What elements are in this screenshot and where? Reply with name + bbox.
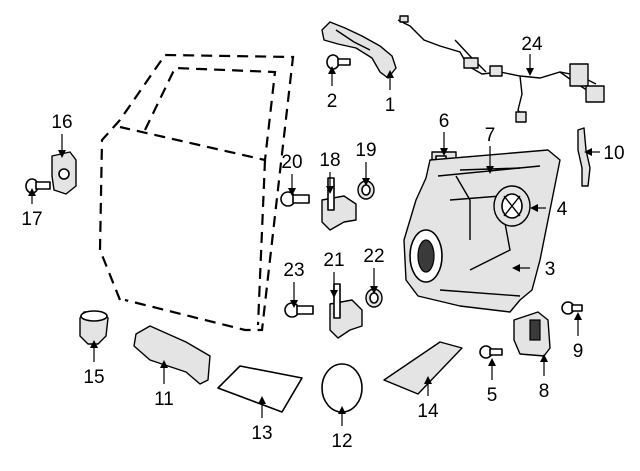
sill-panel bbox=[133, 325, 211, 385]
door-latch bbox=[513, 311, 551, 357]
hinge-nut-lower bbox=[365, 288, 383, 308]
callout-9: 9 bbox=[573, 341, 584, 362]
wiring-harness bbox=[397, 15, 605, 123]
callout-13: 13 bbox=[251, 423, 272, 444]
callout-15: 15 bbox=[83, 367, 104, 388]
door-bumper bbox=[79, 310, 109, 345]
latch-screw bbox=[479, 345, 503, 359]
callout-18: 18 bbox=[319, 150, 340, 171]
callout-20: 20 bbox=[281, 152, 302, 173]
hinge-bolt-upper bbox=[280, 191, 310, 207]
window-motor-drum bbox=[493, 185, 531, 227]
callout-3: 3 bbox=[545, 259, 556, 280]
callout-19: 19 bbox=[355, 140, 376, 161]
latch-screw-right bbox=[561, 301, 583, 315]
callout-labels: 1 2 3 4 5 6 7 8 9 10 11 12 13 14 15 16 1… bbox=[21, 34, 624, 452]
callout-8: 8 bbox=[539, 381, 550, 402]
callout-11: 11 bbox=[154, 389, 174, 410]
arrowheads bbox=[28, 66, 592, 414]
window-regulator-panel bbox=[403, 149, 561, 313]
callout-17: 17 bbox=[21, 209, 42, 230]
callout-12: 12 bbox=[331, 431, 352, 452]
callout-7: 7 bbox=[485, 125, 496, 146]
callout-6: 6 bbox=[439, 111, 450, 132]
callout-23: 23 bbox=[283, 260, 304, 281]
door-hinge-upper bbox=[321, 177, 357, 231]
callout-22: 22 bbox=[363, 246, 384, 267]
callout-1: 1 bbox=[385, 95, 396, 116]
callout-5: 5 bbox=[487, 385, 498, 406]
hinge-bolt-left bbox=[25, 178, 51, 194]
latch-rod bbox=[577, 127, 591, 187]
door-hinge-lower bbox=[329, 283, 363, 339]
handle-bolt bbox=[326, 54, 351, 70]
callout-14: 14 bbox=[417, 401, 439, 422]
callout-24: 24 bbox=[521, 34, 543, 55]
access-plug bbox=[321, 363, 363, 413]
door-hinge-upper-left bbox=[51, 151, 77, 195]
trim-block bbox=[383, 341, 463, 395]
door-outline bbox=[98, 53, 295, 332]
water-shield bbox=[217, 365, 303, 413]
callout-16: 16 bbox=[51, 112, 72, 133]
outside-handle bbox=[321, 21, 397, 79]
callout-10: 10 bbox=[603, 143, 624, 164]
leader-lines bbox=[31, 54, 600, 426]
hinge-bolt-lower bbox=[284, 302, 314, 318]
callout-2: 2 bbox=[327, 91, 338, 112]
callout-21: 21 bbox=[323, 250, 344, 271]
callout-4: 4 bbox=[557, 199, 568, 220]
